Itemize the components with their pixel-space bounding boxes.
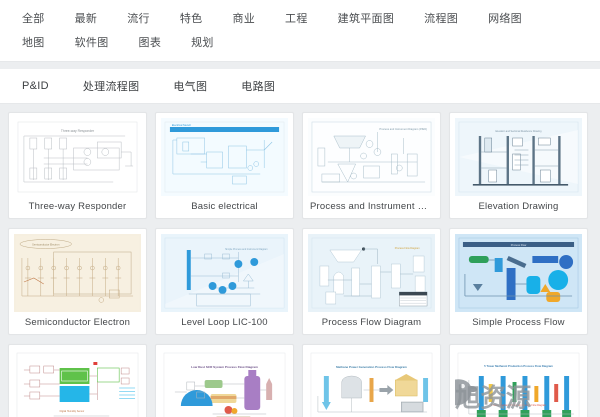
svg-text:5 Tower Methanol Production Pr: 5 Tower Methanol Production Process Flow…: [491, 404, 546, 407]
nav-floor-plan[interactable]: 建筑平面图: [337, 13, 395, 25]
template-thumbnail: Semiconductor Electron: [14, 234, 141, 312]
svg-text:Digital Humidity Sensor: Digital Humidity Sensor: [60, 410, 85, 413]
svg-text:Electrical Stencil: Electrical Stencil: [172, 123, 191, 127]
nav-business[interactable]: 商业: [232, 13, 256, 25]
nav-engineering[interactable]: 工程: [285, 13, 308, 25]
svg-text:Process Flow: Process Flow: [511, 243, 527, 247]
template-thumbnail: Methane Power Generation Process Flow Di…: [308, 350, 435, 417]
svg-text:Semiconductor Electron: Semiconductor Electron: [32, 242, 60, 246]
template-card-title: Process Flow Diagram: [321, 317, 422, 328]
svg-text:Low Dust SCR System Process Fl: Low Dust SCR System Process Flow Diagram: [191, 365, 258, 369]
subnav-process-flow[interactable]: 处理流程图: [82, 81, 140, 93]
nav-planning[interactable]: 规划: [191, 37, 214, 49]
svg-text:Simple Process and Instrument: Simple Process and Instrument Diagram: [225, 248, 267, 251]
nav-network-diagram[interactable]: 网络图: [488, 13, 522, 25]
nav-newest[interactable]: 最新: [74, 13, 98, 25]
svg-text:5 Tower Methanol Production Pr: 5 Tower Methanol Production Process Flow…: [484, 364, 553, 368]
template-thumbnail: Process Flow: [455, 234, 582, 312]
svg-text:Methane Power Generation Proce: Methane Power Generation Process Flow Di…: [336, 365, 407, 369]
template-card[interactable]: Methane Power Generation Process Flow Di…: [302, 344, 441, 417]
template-card[interactable]: Low Dust SCR System Process Flow Diagram: [155, 344, 294, 417]
category-nav-row: 全部 最新 流行 特色 商业 工程 建筑平面图 流程图 网络图地图 软件图 图表 规划: [0, 7, 600, 55]
nav-map[interactable]: 地图: [22, 37, 45, 49]
template-card-title: Process and Instrument Diagram: [310, 201, 435, 212]
nav-popular[interactable]: 流行: [127, 13, 150, 25]
template-thumbnail: Digital Humidity Sensor: [14, 350, 141, 417]
subnav-circuit[interactable]: 电路图: [241, 81, 276, 93]
template-thumbnail: Three-way Responder: [14, 118, 141, 196]
subcategory-tabbar: P&ID 处理流程图 电气图 电路图: [0, 69, 600, 104]
nav-all[interactable]: 全部: [22, 13, 45, 25]
template-card-title: Semiconductor Electron: [24, 317, 131, 328]
nav-featured[interactable]: 特色: [179, 13, 203, 25]
template-card[interactable]: Digital Humidity SensorDIGITAL HUMIDITY: [8, 344, 147, 417]
template-card[interactable]: Elevation and Sectional Residence Drawin…: [449, 112, 588, 219]
template-card-title: Level Loop LIC-100: [181, 317, 268, 328]
template-thumbnail: Process Flow Diagram: [308, 234, 435, 312]
template-thumbnail: 5 Tower Methanol Production Process Flow…: [455, 350, 582, 417]
template-thumbnail: Process and Instrument Diagram (P&ID): [308, 118, 435, 196]
template-thumbnail: Electrical Stencil: [161, 118, 288, 196]
template-card-title: Basic electrical: [191, 201, 258, 212]
svg-text:Three-way Responder: Three-way Responder: [61, 129, 95, 133]
svg-text:Elevation and Sectional Reside: Elevation and Sectional Residence Drawin…: [496, 130, 543, 133]
template-card-title: Three-way Responder: [28, 201, 127, 212]
template-thumbnail: Low Dust SCR System Process Flow Diagram: [161, 350, 288, 417]
template-card[interactable]: Process and Instrument Diagram (P&ID) Pro…: [302, 112, 441, 219]
template-thumbnail: Simple Process and Instrument Diagram: [161, 234, 288, 312]
nav-flowchart[interactable]: 流程图: [424, 13, 459, 25]
template-card[interactable]: 5 Tower Methanol Production Process Flow…: [449, 344, 588, 417]
nav-chart[interactable]: 图表: [138, 37, 162, 49]
svg-text:Process and Instrument Diagram: Process and Instrument Diagram (P&ID): [379, 127, 427, 131]
svg-text:Process Flow Diagram: Process Flow Diagram: [395, 247, 420, 250]
template-thumbnail: Elevation and Sectional Residence Drawin…: [455, 118, 582, 196]
template-card-title: Elevation Drawing: [478, 201, 559, 212]
category-nav: 全部 最新 流行 特色 商业 工程 建筑平面图 流程图 网络图地图 软件图 图表 规划: [0, 0, 600, 62]
template-card-title: Simple Process Flow: [472, 317, 565, 328]
subnav-electrical[interactable]: 电气图: [173, 81, 208, 93]
nav-software-diagram[interactable]: 软件图: [74, 37, 109, 49]
subnav-pid[interactable]: P&ID: [22, 80, 49, 92]
